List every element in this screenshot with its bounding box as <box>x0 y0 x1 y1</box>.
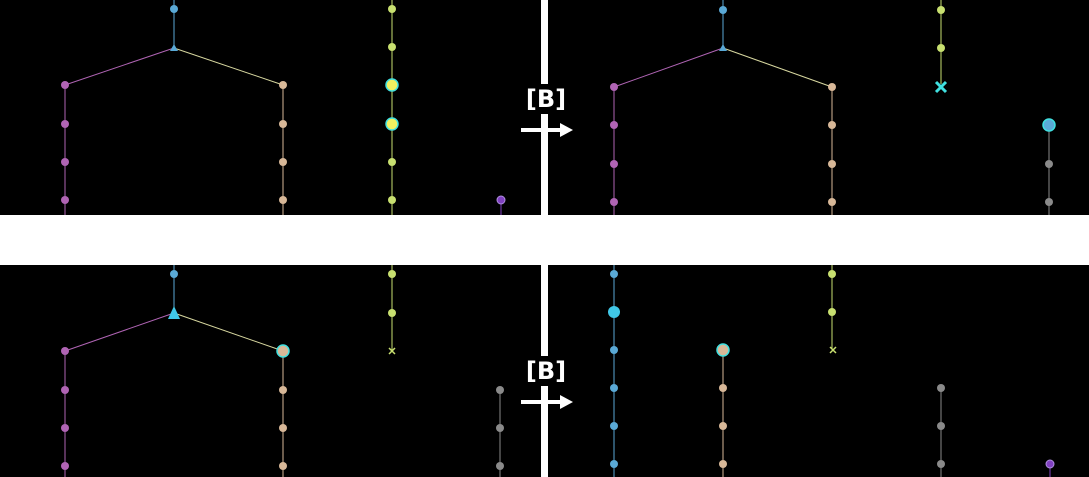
node[interactable] <box>610 384 618 392</box>
node[interactable] <box>937 384 945 392</box>
node[interactable] <box>496 462 504 470</box>
vertical-divider <box>542 0 547 74</box>
graph-top-before <box>61 0 506 215</box>
edges <box>64 0 502 215</box>
edge <box>173 312 284 352</box>
graph-top-after <box>610 0 1056 215</box>
edges <box>64 265 501 477</box>
panel-bottom-before <box>0 265 541 477</box>
node[interactable] <box>937 460 945 468</box>
highlighted-node[interactable] <box>385 117 399 131</box>
highlighted-node[interactable] <box>716 343 730 357</box>
graph-bottom-before <box>61 265 504 477</box>
node[interactable] <box>610 160 618 168</box>
highlighted-node[interactable] <box>608 306 620 318</box>
x-cross-icon[interactable] <box>388 347 396 355</box>
node[interactable] <box>610 121 618 129</box>
edge <box>613 47 724 88</box>
transition-label: [B] <box>518 84 574 114</box>
node[interactable] <box>828 308 836 316</box>
node[interactable] <box>61 386 69 394</box>
node[interactable] <box>61 462 69 470</box>
node[interactable] <box>61 120 69 128</box>
node[interactable] <box>61 347 69 355</box>
node[interactable] <box>279 120 287 128</box>
edge <box>64 47 175 86</box>
node[interactable] <box>496 424 504 432</box>
node[interactable] <box>719 6 727 14</box>
nodes <box>610 6 1056 206</box>
highlighted-node[interactable] <box>385 78 399 92</box>
transition-arrow-top: [B] <box>518 84 578 144</box>
transition-arrow-bottom: [B] <box>518 356 578 416</box>
edges <box>613 0 1050 215</box>
node[interactable] <box>937 44 945 52</box>
node[interactable] <box>61 196 69 204</box>
node[interactable] <box>937 422 945 430</box>
node[interactable] <box>610 83 618 91</box>
vertical-divider <box>542 393 547 477</box>
right-arrow-icon <box>521 123 573 137</box>
node[interactable] <box>279 462 287 470</box>
node[interactable] <box>279 81 287 89</box>
junction-triangle-icon[interactable] <box>719 44 727 51</box>
node[interactable] <box>828 198 836 206</box>
graph-bottom-after <box>608 265 1055 477</box>
node[interactable] <box>828 121 836 129</box>
nodes <box>608 270 1055 469</box>
edge <box>173 47 284 86</box>
node[interactable] <box>1045 459 1055 469</box>
highlighted-node[interactable] <box>276 344 290 358</box>
node[interactable] <box>1045 198 1053 206</box>
node[interactable] <box>828 160 836 168</box>
node[interactable] <box>388 43 396 51</box>
node[interactable] <box>61 81 69 89</box>
node[interactable] <box>388 5 396 13</box>
node[interactable] <box>719 422 727 430</box>
panel-bottom-after <box>548 265 1089 477</box>
node[interactable] <box>61 424 69 432</box>
nodes <box>61 5 506 205</box>
node[interactable] <box>719 460 727 468</box>
node[interactable] <box>828 83 836 91</box>
transition-label: [B] <box>518 356 574 386</box>
node[interactable] <box>610 270 618 278</box>
node[interactable] <box>828 270 836 278</box>
node[interactable] <box>61 158 69 166</box>
panel-top-after <box>548 0 1089 215</box>
highlighted-node[interactable] <box>1042 118 1056 132</box>
node[interactable] <box>279 424 287 432</box>
node[interactable] <box>496 386 504 394</box>
node[interactable] <box>279 196 287 204</box>
horizontal-divider <box>0 215 1089 265</box>
x-cross-icon[interactable] <box>934 80 948 94</box>
x-cross-icon[interactable] <box>829 346 837 354</box>
node[interactable] <box>496 195 506 205</box>
vertical-divider <box>542 124 547 215</box>
node[interactable] <box>610 460 618 468</box>
node[interactable] <box>170 5 178 13</box>
node[interactable] <box>610 422 618 430</box>
node[interactable] <box>279 386 287 394</box>
node[interactable] <box>937 6 945 14</box>
node[interactable] <box>719 384 727 392</box>
panel-top-before <box>0 0 541 215</box>
node[interactable] <box>170 270 178 278</box>
node[interactable] <box>610 346 618 354</box>
selected-triangle-icon[interactable] <box>168 306 180 319</box>
nodes <box>61 270 504 470</box>
node[interactable] <box>610 198 618 206</box>
right-arrow-icon <box>521 395 573 409</box>
edge <box>64 312 175 352</box>
edge <box>722 47 833 88</box>
node[interactable] <box>388 309 396 317</box>
edges <box>613 265 1051 477</box>
node[interactable] <box>388 158 396 166</box>
node[interactable] <box>388 196 396 204</box>
node[interactable] <box>1045 160 1053 168</box>
vertical-divider <box>542 265 547 345</box>
node[interactable] <box>279 158 287 166</box>
junction-triangle-icon[interactable] <box>170 44 178 51</box>
node[interactable] <box>388 270 396 278</box>
